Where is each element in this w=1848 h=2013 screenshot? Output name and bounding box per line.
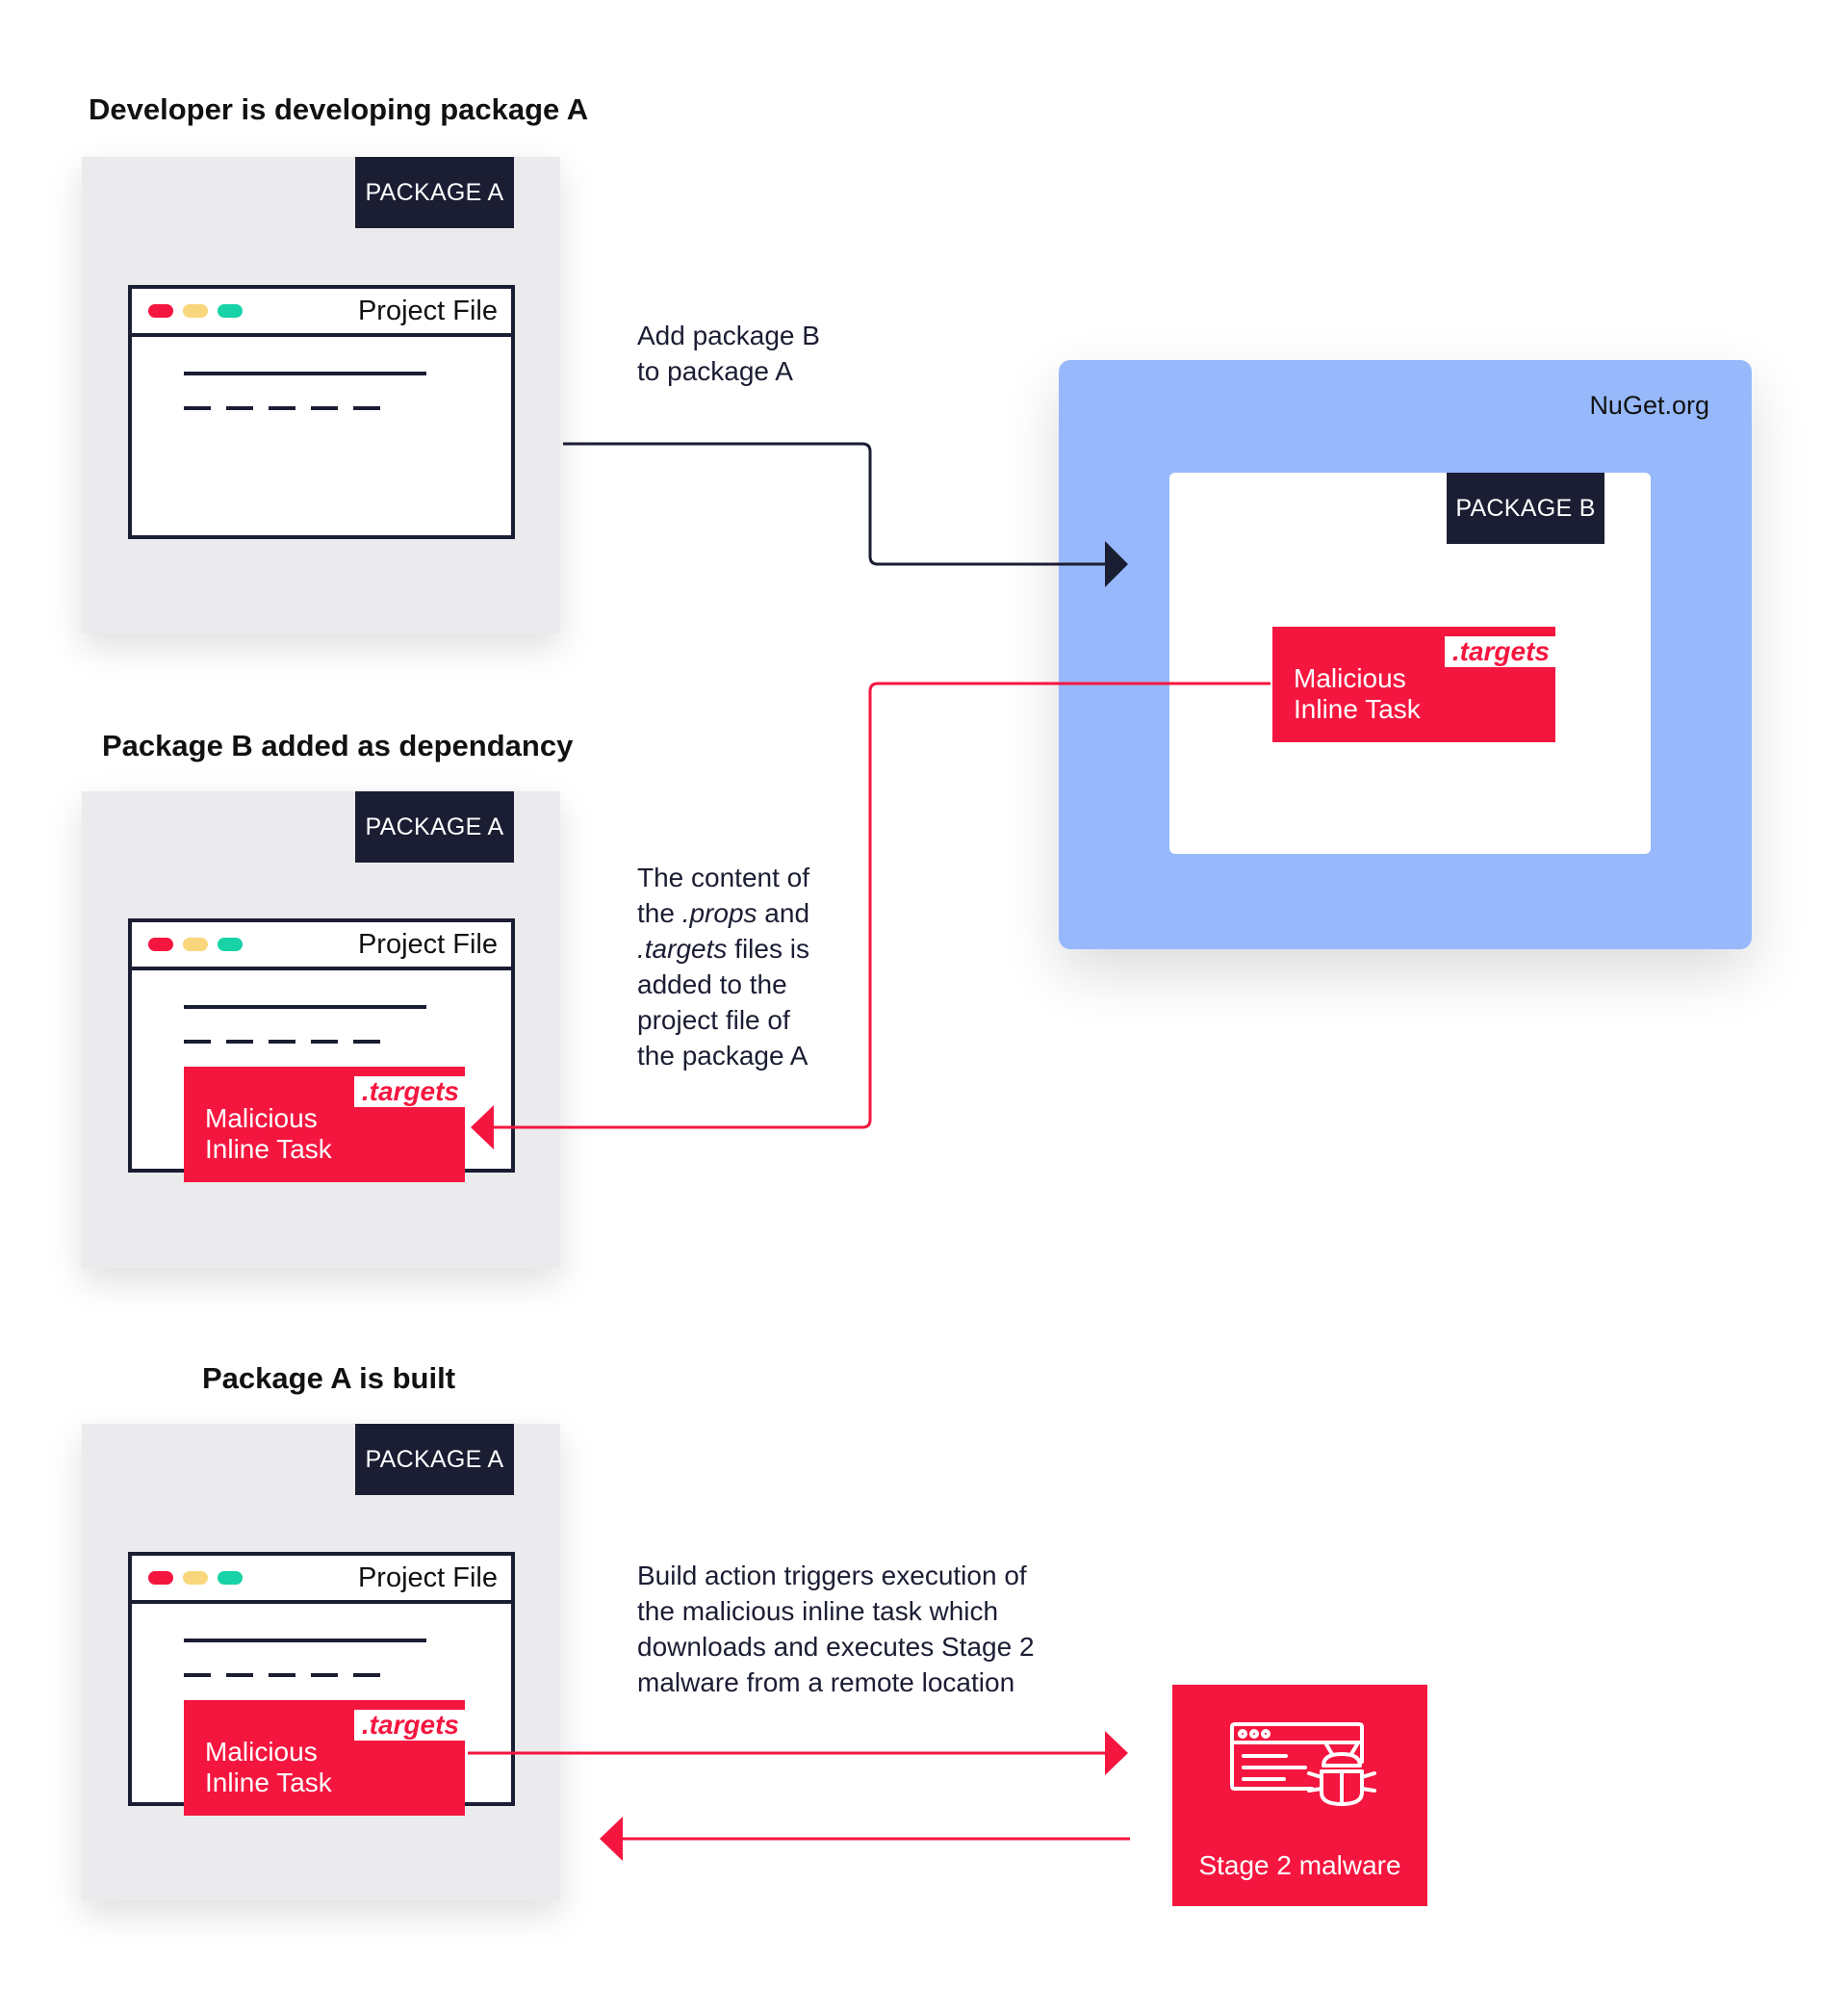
step1-heading: Developer is developing package A: [89, 92, 589, 126]
project-file-title: Project File: [357, 296, 498, 326]
project-file-window: Project File: [128, 285, 515, 539]
content-line: [184, 1005, 426, 1009]
content-line: [184, 1639, 426, 1642]
description-line: to package A: [637, 356, 793, 386]
description-line: malware from a remote location: [637, 1667, 1015, 1697]
step2-heading: Package B added as dependancy: [102, 729, 574, 762]
add-package-description: Add package B to package A: [637, 318, 820, 389]
description-line: The content of: [637, 863, 810, 892]
malware-return-arrowhead: [600, 1817, 623, 1861]
package-b-container: PACKAGE B .targets Malicious Inline Task: [1169, 473, 1651, 854]
download-request-arrowhead: [1105, 1731, 1128, 1775]
package-a-tag: PACKAGE A: [355, 791, 514, 863]
window-minimize-dot-icon: [183, 304, 208, 318]
description-line: Build action triggers execution of: [637, 1561, 1027, 1590]
description-line: added to the: [637, 969, 787, 999]
nuget-org-box: NuGet.org PACKAGE B .targets Malicious I…: [1059, 360, 1752, 949]
step3-heading: Package A is built: [202, 1361, 456, 1395]
stage2-malware-box: Stage 2 malware: [1172, 1685, 1427, 1906]
description-line: the package A: [637, 1041, 808, 1071]
content-line: [184, 372, 426, 375]
content-dashed-line: [184, 406, 380, 410]
malicious-task-label: Malicious Inline Task: [205, 1103, 332, 1164]
malicious-inline-task-block: .targets Malicious Inline Task: [1272, 627, 1555, 742]
project-file-titlebar: Project File: [132, 1556, 511, 1604]
package-a-tag: PACKAGE A: [355, 1424, 514, 1495]
browser-window-bug-icon: [1230, 1722, 1376, 1806]
stage2-malware-label: Stage 2 malware: [1198, 1850, 1401, 1880]
window-minimize-dot-icon: [183, 938, 208, 951]
window-close-dot-icon: [148, 304, 173, 318]
description-line: .targets files is: [637, 934, 809, 964]
description-line: Add package B: [637, 321, 820, 350]
window-maximize-dot-icon: [218, 304, 243, 318]
content-dashed-line: [184, 1040, 380, 1044]
window-close-dot-icon: [148, 1571, 173, 1585]
description-line: project file of: [637, 1005, 790, 1035]
malicious-inline-task-block: .targets Malicious Inline Task: [184, 1067, 465, 1182]
content-added-description: The content of the .props and .targets f…: [637, 860, 809, 1073]
project-file-window: Project File .targets Malicious Inline T…: [128, 918, 515, 1182]
description-line: the malicious inline task which: [637, 1596, 999, 1626]
window-close-dot-icon: [148, 938, 173, 951]
build-action-description: Build action triggers execution of the m…: [637, 1558, 1035, 1700]
package-a-card-step1: PACKAGE A Project File: [82, 157, 560, 633]
project-file-titlebar: Project File: [132, 922, 511, 970]
package-b-tag: PACKAGE B: [1447, 473, 1604, 544]
nuget-org-label: NuGet.org: [1589, 391, 1709, 420]
window-maximize-dot-icon: [218, 938, 243, 951]
content-dashed-line: [184, 1673, 380, 1677]
malicious-task-label: Malicious Inline Task: [205, 1737, 332, 1797]
malicious-task-label: Malicious Inline Task: [1294, 663, 1421, 724]
window-minimize-dot-icon: [183, 1571, 208, 1585]
package-a-tag: PACKAGE A: [355, 157, 514, 228]
window-maximize-dot-icon: [218, 1571, 243, 1585]
project-file-titlebar: Project File: [132, 289, 511, 337]
package-a-card-step3: PACKAGE A Project File .targets Maliciou…: [82, 1424, 560, 1900]
description-line: the .props and: [637, 898, 810, 928]
malicious-inline-task-block: .targets Malicious Inline Task: [184, 1700, 465, 1816]
description-line: downloads and executes Stage 2: [637, 1632, 1035, 1662]
targets-tag: .targets: [353, 1076, 465, 1107]
project-file-title: Project File: [357, 929, 498, 960]
add-package-arrow-line: [563, 442, 1107, 566]
project-file-window: Project File .targets Malicious Inline T…: [128, 1552, 515, 1816]
project-file-title: Project File: [357, 1562, 498, 1593]
package-a-card-step2: PACKAGE A Project File .targets Maliciou…: [82, 791, 560, 1268]
targets-tag: .targets: [1444, 636, 1555, 667]
targets-tag: .targets: [353, 1710, 465, 1741]
